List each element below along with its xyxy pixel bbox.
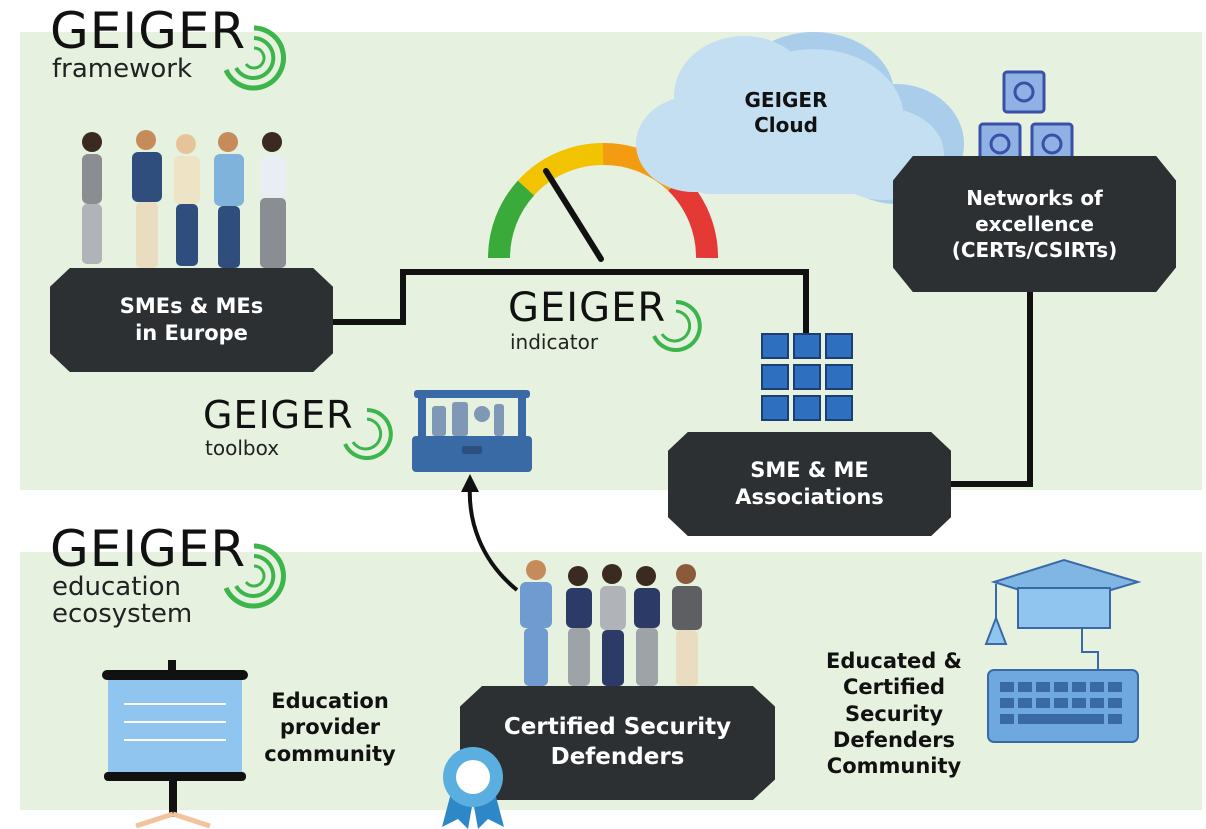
education-subtitle-line1: education xyxy=(52,572,182,602)
cloud-line2: Cloud xyxy=(754,113,818,137)
smes-line1: SMEs & MEs xyxy=(119,293,264,318)
indicator-logo: GEIGER indicator xyxy=(508,285,702,354)
community-line2: Certified xyxy=(842,675,946,700)
community-line4: Defenders xyxy=(832,727,956,752)
defenders-line2: Defenders xyxy=(550,744,685,770)
education-logo-word: GEIGER xyxy=(50,520,247,578)
associations-line1: SME & ME xyxy=(750,457,869,482)
presentation-board-icon xyxy=(102,660,248,829)
associations-to-networks-line xyxy=(945,285,1033,487)
swirl-icon xyxy=(343,408,393,460)
framework-logo: GEIGER framework xyxy=(50,2,286,91)
swirl-icon xyxy=(223,25,286,91)
networks-line3: (CERTs/CSIRTs) xyxy=(951,238,1118,262)
networks-box: Networks of excellence (CERTs/CSIRTs) xyxy=(893,156,1176,292)
framework-subtitle: framework xyxy=(52,54,193,84)
swirl-icon xyxy=(652,300,702,352)
defenders-box: Certified Security Defenders xyxy=(460,686,775,800)
toolbox-logo: GEIGER toolbox xyxy=(203,393,393,460)
cubes-network-icon xyxy=(978,70,1074,166)
indicator-subtitle: indicator xyxy=(510,330,599,354)
education-provider-line3: community xyxy=(264,741,396,766)
defenders-line1: Certified Security xyxy=(503,714,732,741)
cloud-line1: GEIGER xyxy=(744,88,828,112)
smes-box: SMEs & MEs in Europe xyxy=(50,268,333,372)
toolbox-subtitle: toolbox xyxy=(205,436,280,460)
defenders-to-toolbox-arrow xyxy=(467,484,519,592)
community-line3: Security xyxy=(844,701,944,726)
networks-line2: excellence xyxy=(975,212,1094,236)
logo-word: GEIGER xyxy=(50,2,247,60)
toolbox-icon xyxy=(412,390,532,472)
cloud-label: GEIGER Cloud xyxy=(716,88,856,138)
community-label: Educated & Certified Security Defenders … xyxy=(800,648,988,779)
education-provider-line1: Education xyxy=(271,689,389,713)
education-provider-label: Education provider community xyxy=(250,688,410,767)
graduation-computer-icon xyxy=(984,558,1142,743)
people-group-icon xyxy=(82,130,286,268)
indicator-logo-word: GEIGER xyxy=(508,285,667,331)
community-line5: Community xyxy=(826,754,962,778)
smes-line2: in Europe xyxy=(135,321,248,345)
education-logo: GEIGER education ecosystem xyxy=(50,520,286,630)
toolbox-logo-word: GEIGER xyxy=(203,393,354,437)
defenders-group-icon xyxy=(520,560,702,686)
networks-line1: Networks of xyxy=(966,186,1103,210)
associations-box: SME & ME Associations xyxy=(668,432,951,536)
education-subtitle-line2: ecosystem xyxy=(52,599,193,630)
education-provider-line2: provider xyxy=(279,715,381,740)
swirl-icon xyxy=(223,543,286,609)
community-line1: Educated & xyxy=(826,649,962,673)
award-ribbon-icon xyxy=(442,747,504,829)
arrow-head xyxy=(461,474,479,492)
cloud-icon xyxy=(636,32,964,204)
smes-to-associations-line xyxy=(318,269,809,340)
grid-icon xyxy=(761,333,853,421)
associations-line2: Associations xyxy=(735,485,884,509)
